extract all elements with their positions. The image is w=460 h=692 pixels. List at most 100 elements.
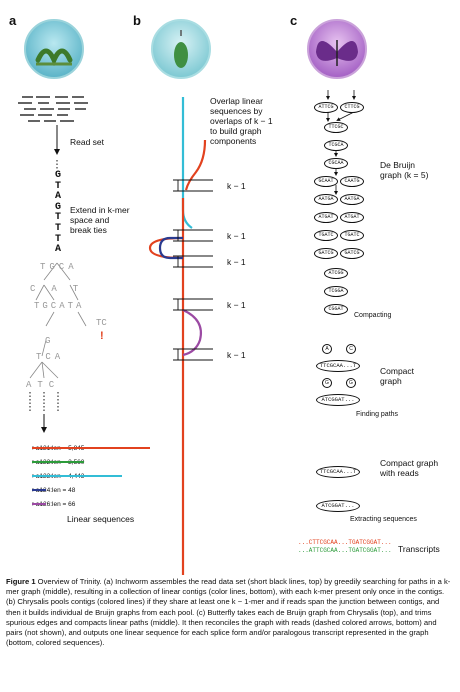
contig-item: >a122:len = 2,560 [32, 451, 192, 466]
kmer-letter: T [54, 233, 61, 245]
debruijn-label-line: De Bruijn [380, 160, 415, 170]
compact-branch-node: A [322, 344, 332, 354]
kmer-letter: A [54, 244, 61, 256]
contig-item: >a124:len = 48 [32, 479, 192, 494]
tree-glyph-row: TCA [36, 352, 65, 362]
debruijn-node: ATTCG [314, 102, 338, 113]
caption-figure-number: Figure 1 [6, 577, 36, 586]
compacting-label: Compacting [354, 312, 392, 319]
kmer-letter: T [54, 180, 61, 192]
kmer-letter: T [54, 222, 61, 234]
tree-glyph-row: TGCATA [34, 301, 85, 311]
debruijn-node: ATCGG [324, 268, 348, 279]
caption-text: Overview of Trinity. (a) Inchworm assemb… [6, 577, 451, 648]
tree-glyph-row: CAT [30, 284, 95, 294]
linear-sequences-label: Linear sequences [67, 514, 135, 524]
debruijn-node: CTTCG [340, 102, 364, 113]
chrysalis-contig-lines [148, 97, 207, 575]
figure-canvas [18, 19, 367, 575]
transcript-seq: ...CTTCGCAA...TGATCGGAT... [298, 539, 392, 546]
debruijn-node: TCGGA [324, 286, 348, 297]
compact-node: TTCGCAA...T [316, 360, 360, 372]
contig-line [32, 461, 84, 464]
debruijn-node: TGATC [314, 230, 338, 241]
compact-graph-label-line: graph [380, 376, 402, 386]
debruijn-node: GATCG [314, 248, 338, 259]
compact-graph-label: Compact graph [380, 366, 414, 386]
overlap-label: Overlap linear sequences by overlaps of … [210, 96, 273, 146]
debruijn-node: CGGAT [324, 304, 348, 315]
contig-list: >a121:len = 5,845 >a122:len = 2,560 >a12… [32, 437, 192, 508]
panel-letter-c: c [290, 13, 298, 28]
contig-line [32, 503, 46, 506]
contig-line [32, 475, 122, 478]
compact-node: TTCGCAA...T [316, 466, 360, 478]
debruijn-node: AATGA [314, 194, 338, 205]
debruijn-node: AATGA [340, 194, 364, 205]
compact-node: ATCGGAT... [316, 394, 360, 406]
contig-item: >a126:len = 66 [32, 493, 192, 508]
kmer-letter: G [54, 170, 61, 181]
extracting-label: Extracting sequences [350, 516, 417, 523]
compact-branch-node: G [346, 378, 356, 388]
finding-paths-label: Finding paths [356, 411, 399, 418]
butterfly-logo [307, 19, 367, 79]
compact-reads-label-line: with reads [380, 468, 419, 478]
kmer-letter: G [54, 201, 61, 213]
contig-item: >a123:len = 4,443 [32, 465, 192, 480]
contig-line [32, 489, 46, 492]
debruijn-label: De Bruijn graph (k = 5) [380, 160, 428, 180]
kmer-letter: T [54, 212, 61, 224]
debruijn-node: TGATC [340, 230, 364, 241]
overlap-label-line: sequences by [210, 106, 263, 116]
extend-label: Extend in k-mer space and break ties [70, 205, 130, 235]
compact-reads-label-line: Compact graph [380, 458, 439, 468]
figure-caption: Figure 1 Overview of Trinity. (a) Inchwo… [6, 577, 454, 648]
panel-letter-a: a [9, 13, 17, 28]
kmer-path: G T A G T T T A [53, 170, 63, 256]
kmer-tree [29, 262, 87, 379]
debruijn-node: ATGAT [340, 212, 364, 223]
overlap-label-line: to build graph [210, 126, 262, 136]
tree-glyph-row: G [45, 336, 51, 346]
contig-line [32, 447, 150, 450]
k1-label: k − 1 [227, 181, 246, 191]
k1-label: k − 1 [227, 257, 246, 267]
transcripts-label: Transcripts [398, 544, 440, 554]
read-set-lines [18, 96, 88, 122]
debruijn-label-line: graph (k = 5) [380, 170, 429, 180]
compact-branch-node: G [322, 378, 332, 388]
debruijn-node: GCAAT [314, 176, 338, 187]
tree-glyph-row: TC [96, 318, 107, 328]
contig-item: >a121:len = 5,845 [32, 437, 192, 452]
debruijn-node: CAATG [340, 176, 364, 187]
k1-label: k − 1 [227, 300, 246, 310]
contig-label: >a126:len = 66 [32, 501, 76, 508]
transcript-sequences: ...CTTCGCAA...TGATCGGAT... ...ATTCGCAA..… [298, 539, 392, 555]
debruijn-node: CGCAA [324, 158, 348, 169]
extend-label-line: space and [70, 215, 110, 225]
panel-letter-b: b [133, 13, 141, 28]
debruijn-node: ATGAT [314, 212, 338, 223]
overlap-label-line: components [210, 136, 257, 146]
transcript-seq: ...ATTCGCAA...TGATCGGAT... [298, 547, 392, 554]
kmer-letter: A [54, 191, 61, 203]
compact-reads-label: Compact graph with reads [380, 458, 438, 478]
compact-node: ATCGGAT... [316, 500, 360, 512]
chrysalis-logo [151, 19, 211, 79]
k1-brackets [173, 179, 213, 361]
inchworm-logo [24, 19, 84, 79]
compact-graph-label-line: Compact [380, 366, 415, 376]
tree-glyph-row: TGCA [40, 262, 78, 272]
contig-label: >a124:len = 48 [32, 487, 76, 494]
debruijn-node: GATCG [340, 248, 364, 259]
extend-label-line: break ties [70, 225, 107, 235]
extend-label-line: Extend in k-mer [70, 205, 130, 215]
overlap-label-line: overlaps of k − 1 [210, 116, 273, 126]
dead-end-marker: ! [100, 330, 104, 342]
k1-label: k − 1 [227, 231, 246, 241]
overlap-label-line: Overlap linear [210, 96, 263, 106]
k1-label: k − 1 [227, 350, 246, 360]
tree-glyph-row: ATC [26, 380, 61, 390]
compact-branch-node: C [346, 344, 356, 354]
